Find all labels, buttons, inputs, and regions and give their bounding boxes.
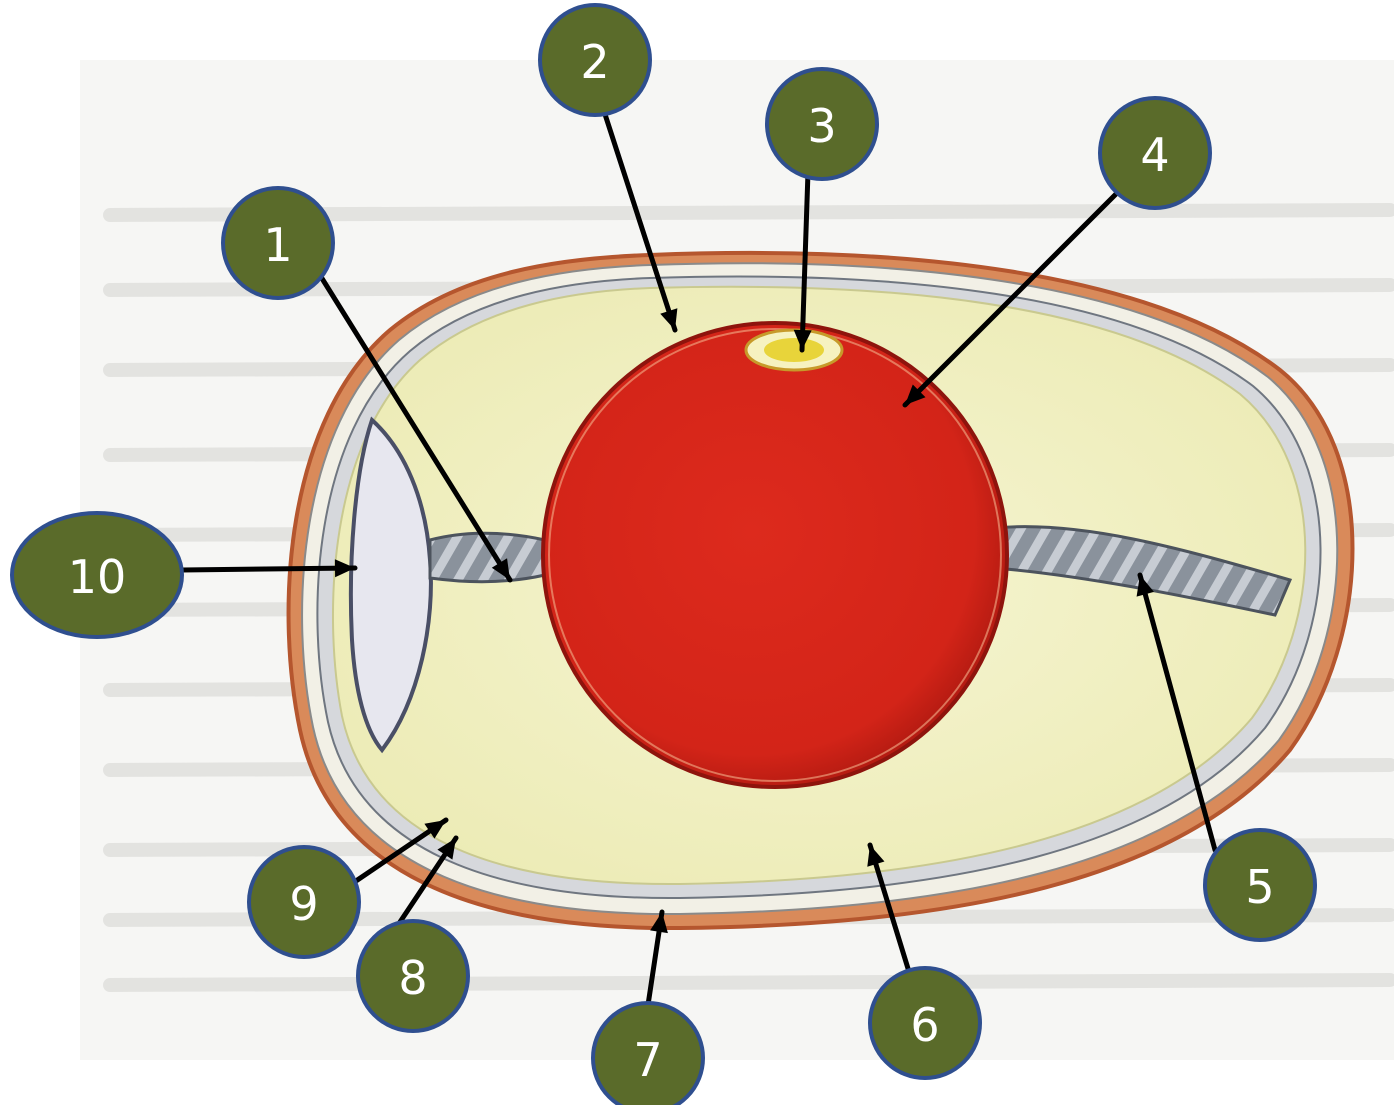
callout-2: 2 xyxy=(540,5,650,115)
callout-label-5: 5 xyxy=(1245,860,1274,914)
yolk xyxy=(543,323,1007,787)
callout-8: 8 xyxy=(358,921,468,1031)
callout-label-2: 2 xyxy=(580,35,609,89)
callout-label-4: 4 xyxy=(1140,128,1169,182)
callout-6: 6 xyxy=(870,968,980,1078)
callout-label-6: 6 xyxy=(910,998,939,1052)
callout-10: 10 xyxy=(12,513,182,637)
callout-5: 5 xyxy=(1205,830,1315,940)
callout-1: 1 xyxy=(223,188,333,298)
callout-label-8: 8 xyxy=(398,951,427,1005)
callout-9: 9 xyxy=(249,847,359,957)
callout-label-1: 1 xyxy=(263,218,292,272)
callout-label-9: 9 xyxy=(289,877,318,931)
callout-4: 4 xyxy=(1100,98,1210,208)
callout-label-10: 10 xyxy=(68,550,127,604)
callout-3: 3 xyxy=(767,69,877,179)
germinal-disc-center xyxy=(764,338,824,362)
callout-label-7: 7 xyxy=(633,1033,662,1087)
callout-7: 7 xyxy=(593,1003,703,1105)
callout-label-3: 3 xyxy=(807,99,836,153)
leader-line-10 xyxy=(182,568,355,570)
